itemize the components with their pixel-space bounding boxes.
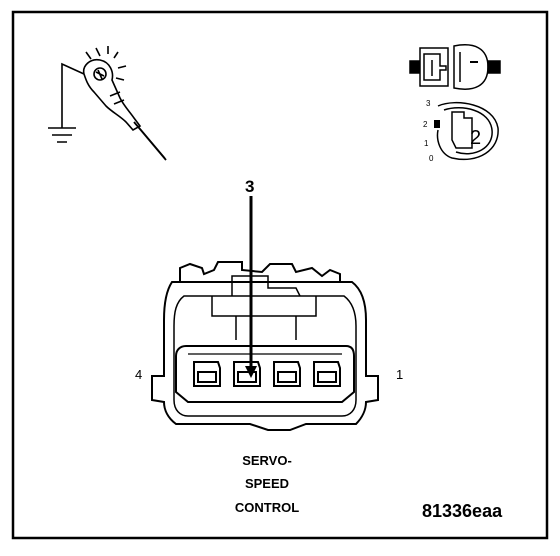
terminal-block <box>175 345 355 403</box>
ring-mark-2: 2 <box>423 120 428 129</box>
ring-mark-1: 1 <box>424 139 429 148</box>
connector-name-line-3: CONTROL <box>235 500 299 515</box>
connector-name-line-1: SERVO- <box>242 453 292 468</box>
terminal-cavity-1 <box>313 361 341 387</box>
terminal-cavity-2 <box>273 361 301 387</box>
connector-face-view-icon <box>434 101 499 161</box>
latch-channel <box>231 275 301 297</box>
ground-symbol-icon <box>48 62 85 143</box>
pin-number-left: 4 <box>135 367 142 382</box>
callout-leader <box>245 196 257 378</box>
connector-inner-shell <box>173 295 357 417</box>
connector-face <box>151 261 379 431</box>
ring-mark-0: 0 <box>429 154 434 163</box>
figure-id: 81336eaa <box>422 501 503 521</box>
ring-mark-3: 3 <box>426 99 431 108</box>
callout-number: 3 <box>245 177 254 196</box>
connector-pair-icon <box>409 44 501 90</box>
terminal-cavity-3 <box>233 361 261 387</box>
pin-number-right: 1 <box>396 367 403 382</box>
diagram-frame <box>11 10 549 540</box>
test-probe-icon <box>82 46 167 161</box>
view-number: 2 <box>470 127 481 149</box>
terminal-cavity-4 <box>193 361 221 387</box>
connector-name-line-2: SPEED <box>245 476 289 491</box>
